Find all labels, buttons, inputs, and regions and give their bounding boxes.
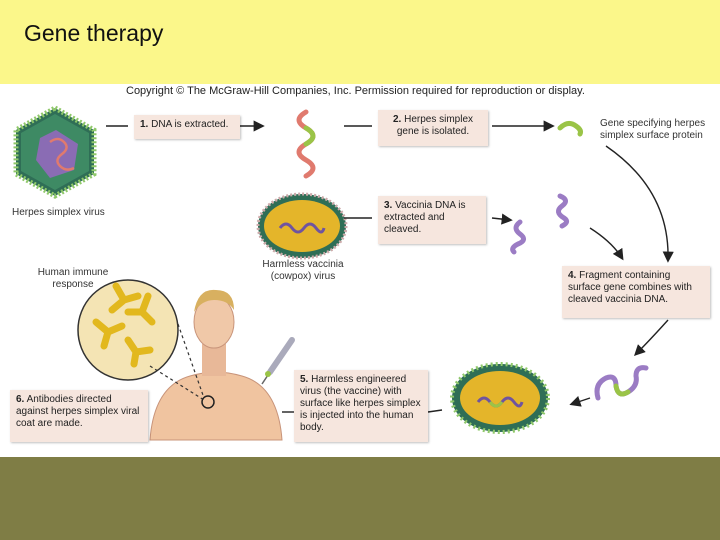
gene-therapy-diagram bbox=[13, 105, 674, 441]
recombined-gene-segment bbox=[613, 383, 631, 397]
slide-footer bbox=[0, 457, 720, 540]
step-4-box: 4. Fragment containing surface gene comb… bbox=[562, 266, 710, 318]
step-2-box: 2. Herpes simplex gene is isolated. bbox=[378, 110, 488, 146]
vaccinia-virus-icon bbox=[256, 192, 348, 260]
gene-label: Gene specifying herpes simplex surface p… bbox=[600, 118, 706, 141]
immune-response-label: Human immune response bbox=[37, 267, 109, 290]
step-3-box: 3. Vaccinia DNA is extracted and cleaved… bbox=[378, 196, 486, 244]
vaccinia-virus-label: Harmless vaccinia (cowpox) virus bbox=[262, 259, 344, 282]
vaccinia-dna-fragment-2 bbox=[556, 193, 570, 229]
injection-site-marker bbox=[201, 395, 215, 409]
herpes-virus-label: Herpes simplex virus bbox=[12, 207, 105, 218]
step-1-box: 1. DNA is extracted. bbox=[134, 115, 240, 139]
vaccinia-dna-fragment-1 bbox=[510, 219, 526, 255]
slide-title: Gene therapy bbox=[24, 20, 164, 46]
herpes-gene-segment bbox=[303, 125, 316, 147]
copyright-notice: Copyright © The McGraw-Hill Companies, I… bbox=[126, 85, 585, 97]
isolated-gene-icon bbox=[557, 120, 583, 137]
slide-header: Gene therapy bbox=[0, 0, 720, 84]
step-5-box: 5. Harmless engineered virus (the vaccin… bbox=[294, 370, 428, 442]
engineered-virus-icon bbox=[450, 362, 550, 434]
human-figure-icon bbox=[149, 289, 283, 441]
step-6-box: 6. Antibodies directed against herpes si… bbox=[10, 390, 148, 442]
herpes-simplex-virus-icon bbox=[13, 105, 97, 199]
antibody-magnification bbox=[77, 279, 179, 381]
syringe-icon bbox=[261, 337, 295, 385]
